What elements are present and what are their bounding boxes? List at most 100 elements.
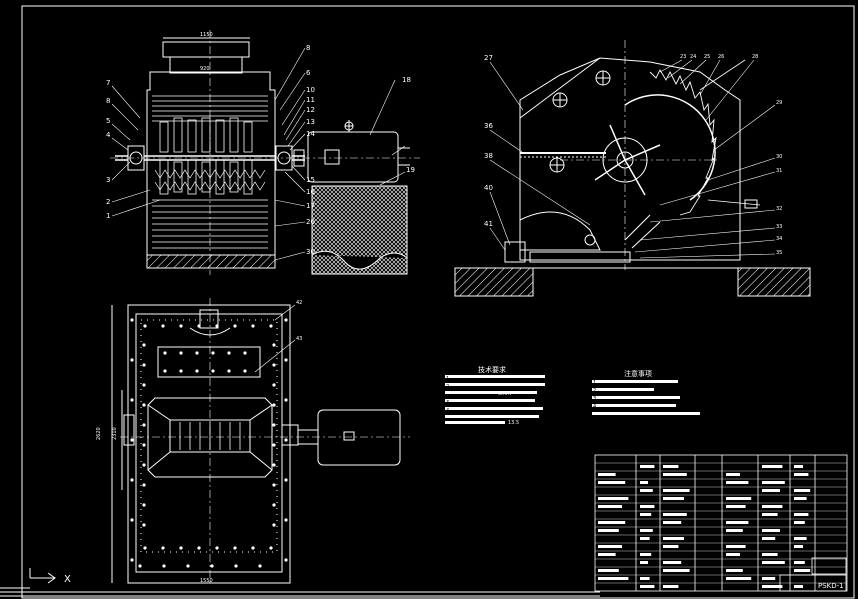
bolt-hole — [272, 443, 276, 447]
bolt-hole — [142, 503, 146, 507]
parts-list-cell-text — [794, 585, 803, 588]
side-label-26: 26 — [718, 54, 724, 60]
front-part-20: 20 — [306, 218, 315, 226]
front-part-8-left: 8 — [106, 97, 110, 105]
plan-label-43: 43 — [296, 336, 302, 342]
bolt-hole — [215, 324, 219, 328]
bolt-hole — [130, 358, 134, 362]
parts-list-cell-text — [663, 537, 684, 540]
front-part-30: 30 — [306, 248, 315, 256]
bolt-hole — [272, 403, 276, 407]
tech-requirements-block: 技术要求 1 2 5mm 3 4 13.5 — [445, 365, 545, 426]
ucs-x-label: X — [64, 574, 71, 585]
bolt-hole — [272, 503, 276, 507]
bolt-hole — [272, 383, 276, 387]
bolt-hole — [179, 369, 183, 373]
bolt-hole — [161, 546, 165, 550]
notes-item-4: 4 — [593, 404, 596, 410]
parts-list-cell-text — [640, 577, 650, 580]
front-part-2: 2 — [106, 198, 110, 206]
front-part-11: 11 — [306, 96, 315, 104]
side-label-24: 24 — [690, 54, 696, 60]
side-label-27-left: 27 — [484, 54, 493, 62]
parts-list-cell-text — [726, 577, 752, 580]
parts-list-cell-text — [726, 481, 749, 484]
parts-list-cell-text — [794, 537, 807, 540]
parts-list-cell-text — [598, 505, 622, 508]
notes-item-1: 1 — [593, 380, 596, 386]
front-part-16: 16 — [306, 188, 315, 196]
parts-list-cell-text — [762, 561, 785, 564]
side-label-30: 30 — [776, 154, 782, 160]
parts-list-cell-text — [663, 497, 684, 500]
parts-list-cell-text — [640, 513, 652, 516]
parts-list-cell-text — [663, 569, 690, 572]
bolt-hole — [142, 483, 146, 487]
parts-list-cell-text — [598, 481, 626, 484]
parts-list-cell-text — [598, 577, 629, 580]
bolt-hole — [142, 363, 146, 367]
front-view-labels: 1150 920 7 8 5 4 3 2 1 8 6 10 11 12 13 1… — [106, 32, 315, 256]
front-part-5: 5 — [106, 117, 110, 125]
bolt-hole — [284, 358, 288, 362]
front-part-12: 12 — [306, 106, 315, 114]
parts-list-cell-text — [663, 489, 690, 492]
notes-line-3 — [592, 404, 676, 407]
motor-label-18: 18 — [402, 76, 411, 84]
parts-list-cell-text — [762, 465, 783, 468]
plan-view-labels: 2620 2310 1550 42 43 — [96, 300, 302, 584]
bolt-hole — [272, 523, 276, 527]
bolt-hole — [143, 324, 147, 328]
bolt-hole — [269, 546, 273, 550]
bolt-hole — [142, 443, 146, 447]
tech-line-5 — [445, 415, 539, 418]
side-label-36: 36 — [484, 122, 493, 130]
bolt-hole — [179, 351, 183, 355]
bolt-hole — [269, 324, 273, 328]
bolt-hole — [211, 369, 215, 373]
tech-end-value: 13.5 — [508, 420, 519, 426]
side-view — [454, 40, 811, 297]
bolt-hole — [243, 351, 247, 355]
notes-line-1 — [592, 388, 654, 391]
plan-view — [111, 298, 410, 585]
parts-list-text-blocks — [598, 465, 811, 588]
tech-item-3: 3 — [446, 400, 449, 406]
parts-list-cell-text — [794, 513, 809, 516]
tech-line-4 — [445, 407, 543, 410]
notes-item-3: 3 — [593, 396, 596, 402]
parts-list-title-block — [594, 454, 848, 592]
side-label-31: 31 — [776, 168, 782, 174]
parts-list-cell-text — [640, 529, 653, 532]
bolt-hole — [142, 343, 146, 347]
front-part-15: 15 — [306, 176, 315, 184]
parts-list-cell-text — [762, 489, 780, 492]
bolt-hole — [251, 546, 255, 550]
front-part-7: 7 — [106, 79, 110, 87]
motor-front — [307, 79, 410, 275]
parts-list-cell-text — [794, 521, 805, 524]
parts-list-cell-text — [794, 473, 809, 476]
parts-list-cell-text — [598, 553, 616, 556]
front-part-10: 10 — [306, 86, 315, 94]
side-label-23: 23 — [680, 54, 686, 60]
dim-top-1150: 1150 — [200, 32, 213, 38]
parts-list-cell-text — [640, 505, 655, 508]
parts-list-cell-text — [762, 505, 783, 508]
bolt-hole — [197, 546, 201, 550]
parts-list-cell-text — [663, 545, 679, 548]
bolt-hole — [227, 351, 231, 355]
parts-list-cell-text — [726, 497, 752, 500]
side-label-35: 35 — [776, 250, 782, 256]
side-label-38: 38 — [484, 152, 493, 160]
tech-item-4: 4 — [446, 408, 449, 414]
front-part-8-right: 8 — [306, 44, 310, 52]
front-part-3: 3 — [106, 176, 110, 184]
side-label-40: 40 — [484, 184, 493, 192]
bolt-hole — [258, 564, 262, 568]
notes-title: 注意事项 — [624, 369, 652, 378]
tech-item-1: 1 — [446, 376, 449, 382]
dim-inner-920: 920 — [200, 66, 210, 72]
parts-list-cell-text — [726, 521, 749, 524]
